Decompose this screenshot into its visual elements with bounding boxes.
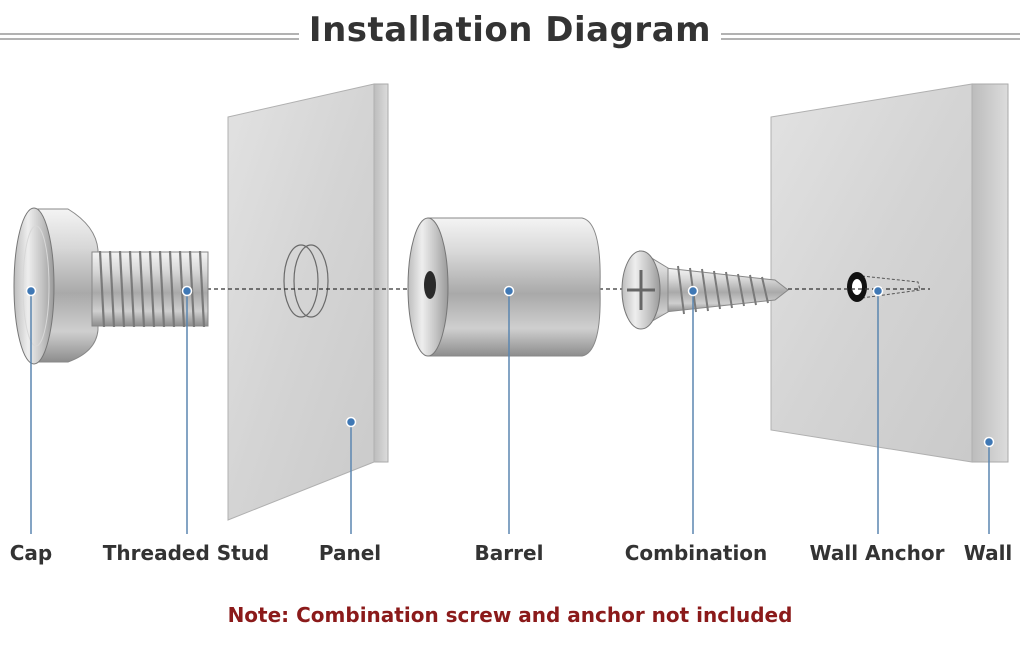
label-wall-anchor: Wall Anchor: [809, 541, 945, 565]
note-text: Note: Combination screw and anchor not i…: [227, 603, 793, 627]
leader-cap: [25, 285, 37, 534]
leader-wall: [983, 436, 995, 534]
cap-illustration: [13, 207, 99, 365]
panel-illustration: [227, 83, 389, 521]
label-cap: Cap: [9, 541, 53, 565]
label-threaded-stud: Threaded Stud: [102, 541, 270, 565]
wall-illustration: [770, 83, 1009, 463]
label-barrel: Barrel: [474, 541, 544, 565]
page-title: Installation Diagram: [0, 10, 1020, 50]
leader-combination: [687, 285, 699, 534]
title-text: Installation Diagram: [298, 10, 722, 50]
leader-threaded-stud: [181, 285, 193, 534]
leader-wall-anchor: [872, 285, 884, 534]
title-rule-right: [708, 33, 1020, 40]
leader-panel: [345, 416, 357, 534]
title-rule-left: [0, 33, 310, 40]
label-combination: Combination: [624, 541, 768, 565]
barrel-illustration: [407, 217, 601, 357]
combination-screw-illustration: [621, 250, 789, 330]
label-wall: Wall: [963, 541, 1013, 565]
label-panel: Panel: [318, 541, 382, 565]
leader-barrel: [503, 285, 515, 534]
